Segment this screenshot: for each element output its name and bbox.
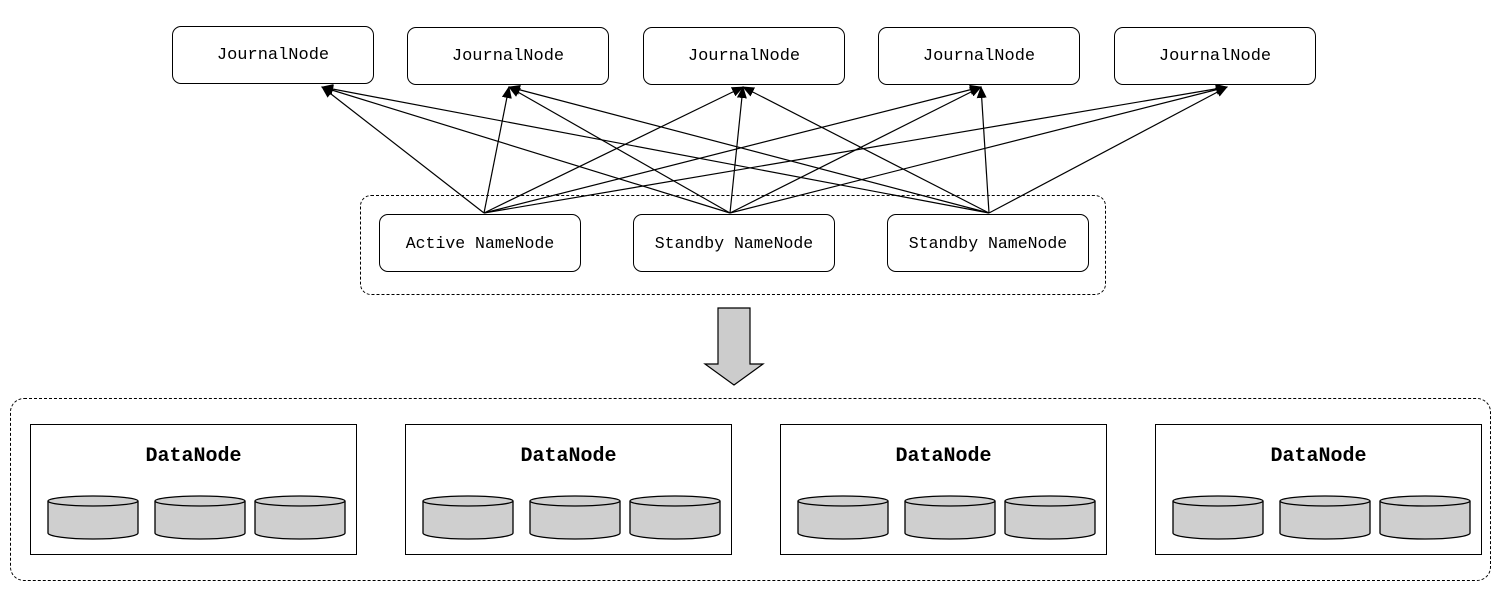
edge-namenode-1-to-journalnode-2	[483, 86, 512, 214]
datanode-4: DataNode	[1155, 424, 1482, 555]
edge-namenode-3-to-journalnode-1	[321, 84, 990, 214]
edge-namenode-2-to-journalnode-1	[321, 85, 731, 214]
datanode-label: DataNode	[520, 445, 617, 468]
edge-namenode-3-to-journalnode-3	[742, 86, 990, 214]
edge-namenode-2-to-journalnode-2	[508, 86, 731, 214]
journalnode-label: JournalNode	[451, 46, 565, 66]
disk-icon	[1379, 495, 1471, 541]
journalnode-label: JournalNode	[1158, 46, 1272, 66]
edge-namenode-1-to-journalnode-1	[321, 86, 485, 214]
disk-icon	[1004, 495, 1096, 541]
edge-namenode-3-to-journalnode-5	[988, 86, 1228, 214]
namenode-group	[360, 195, 1106, 295]
namenode-label: Standby NameNode	[908, 233, 1068, 253]
disk-icon	[529, 495, 621, 541]
namenode-label: Standby NameNode	[654, 233, 814, 253]
journalnode-label: JournalNode	[216, 45, 330, 65]
edge-namenode-1-to-journalnode-3	[483, 86, 744, 214]
disk-icon	[1279, 495, 1371, 541]
disk-icon	[629, 495, 721, 541]
disk-icon	[47, 495, 139, 541]
standby-namenode-1: Standby NameNode	[633, 214, 835, 272]
disk-icon	[154, 495, 246, 541]
datanode-3: DataNode	[780, 424, 1107, 555]
namenode-label: Active NameNode	[405, 233, 555, 253]
edge-namenode-2-to-journalnode-3	[729, 86, 747, 214]
datanode-label: DataNode	[1270, 445, 1367, 468]
journalnode-4: JournalNode	[878, 27, 1080, 85]
disk-icon	[1172, 495, 1264, 541]
disk-icon	[904, 495, 996, 541]
edge-namenode-2-to-journalnode-4	[729, 86, 982, 214]
journalnode-label: JournalNode	[922, 46, 1036, 66]
standby-namenode-2: Standby NameNode	[887, 214, 1089, 272]
edge-namenode-1-to-journalnode-4	[483, 84, 982, 214]
edge-namenode-3-to-journalnode-2	[508, 84, 990, 214]
journalnode-5: JournalNode	[1114, 27, 1316, 85]
journalnode-label: JournalNode	[687, 46, 801, 66]
down-arrow-icon	[703, 307, 765, 386]
datanode-label: DataNode	[145, 445, 242, 468]
journalnode-1: JournalNode	[172, 26, 374, 84]
edge-namenode-3-to-journalnode-4	[976, 86, 990, 214]
datanode-2: DataNode	[405, 424, 732, 555]
datanode-label: DataNode	[895, 445, 992, 468]
datanode-group	[10, 398, 1491, 581]
disk-icon	[422, 495, 514, 541]
journalnode-2: JournalNode	[407, 27, 609, 85]
edge-namenode-2-to-journalnode-5	[729, 84, 1228, 214]
disk-icon	[797, 495, 889, 541]
journalnode-3: JournalNode	[643, 27, 845, 85]
datanode-1: DataNode	[30, 424, 357, 555]
disk-icon	[254, 495, 346, 541]
active-namenode: Active NameNode	[379, 214, 581, 272]
